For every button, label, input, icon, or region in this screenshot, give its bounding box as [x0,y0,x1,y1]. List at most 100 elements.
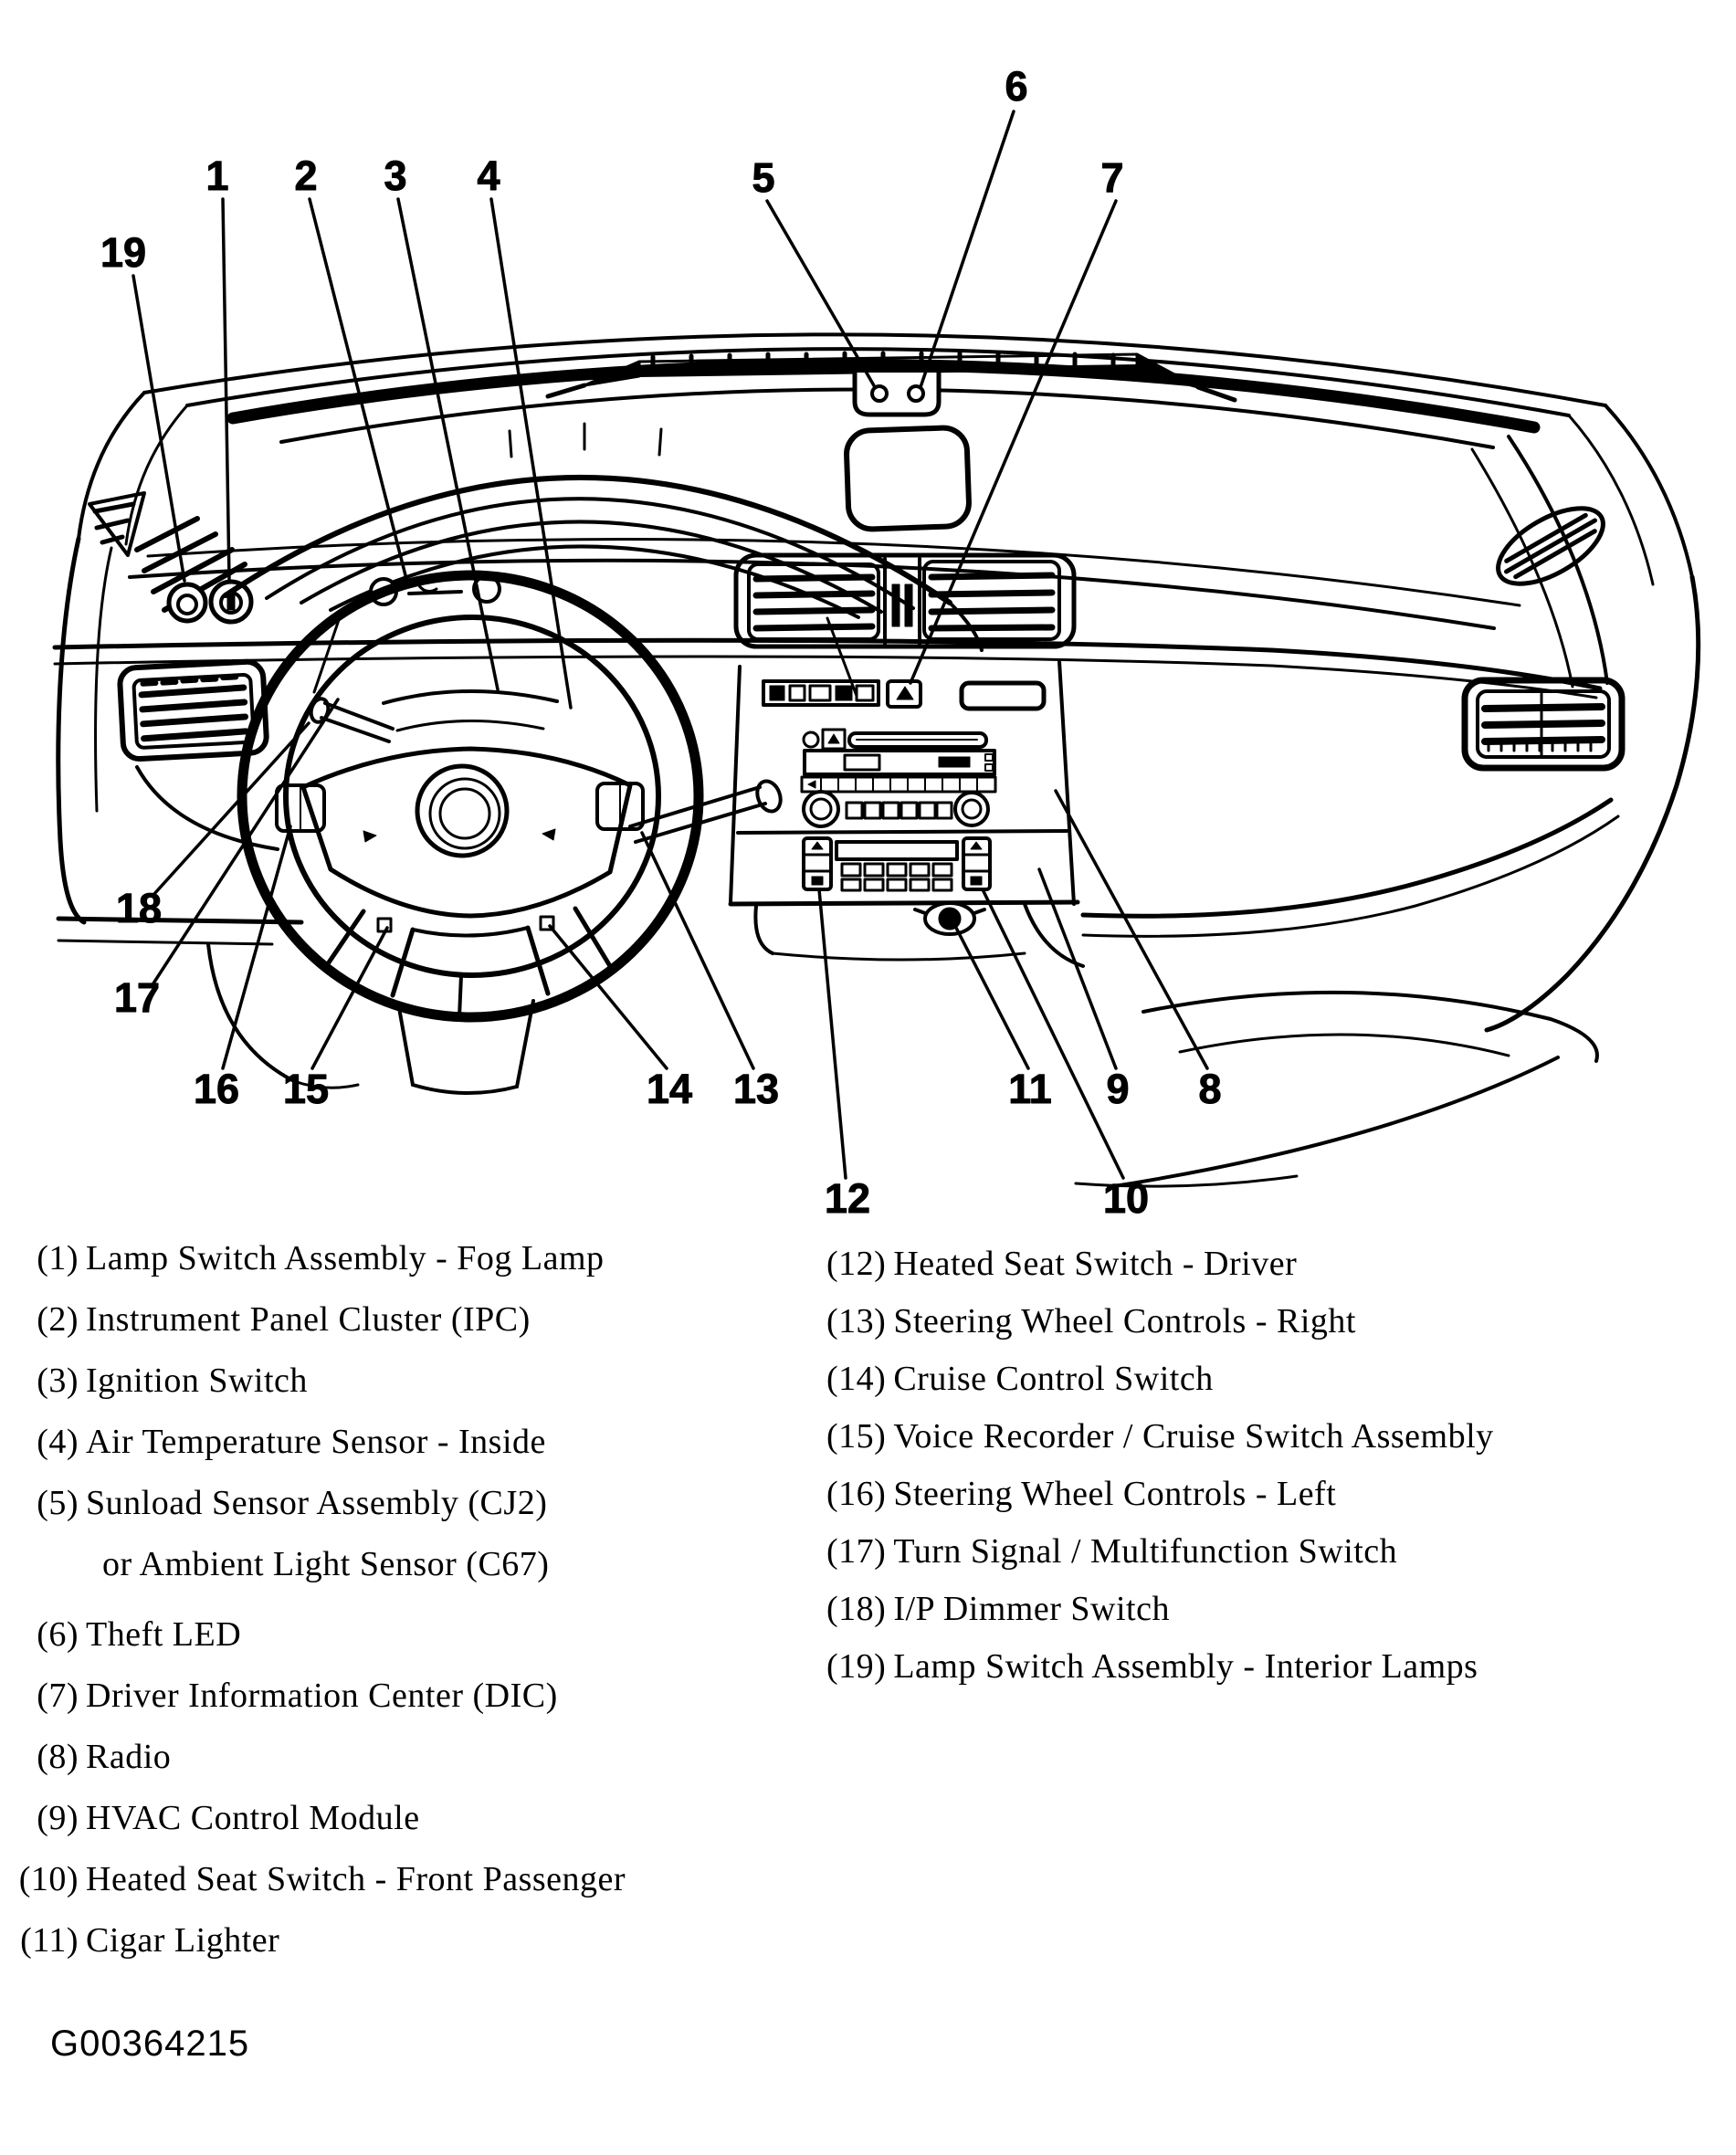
legend-num: (1) [37,1239,79,1277]
legend-item-4: (4)Air Temperature Sensor - Inside [13,1412,816,1473]
legend-num: (8) [37,1738,79,1776]
figure-code: G00364215 [50,2024,250,2064]
dic-buttons [762,679,922,709]
legend-item-14: (14)Cruise Control Switch [826,1351,1731,1408]
callout-label-6: 6 [1005,63,1027,110]
right-window-defroster-icon [1496,506,1605,586]
legend-num: (13) [826,1302,887,1340]
rearview-mirror [844,425,972,532]
legend-num: (7) [37,1677,79,1715]
legend-item-7: (7)Driver Information Center (DIC) [13,1666,816,1727]
callout-label-7: 7 [1100,154,1123,201]
cruise-switch-icon [539,915,555,931]
legend-num: (12) [826,1245,887,1283]
legend-item-3: (3)Ignition Switch [13,1351,816,1412]
callout-label-15: 15 [283,1066,329,1112]
callout-labels: 1 2 3 4 5 6 7 8 9 10 11 12 13 14 15 16 1… [100,63,1222,1223]
legend-label: Steering Wheel Controls - Left [893,1475,1337,1513]
leader-2 [308,197,409,584]
wiper-stalk [628,779,783,844]
callout-label-16: 16 [194,1066,239,1112]
legend-label: Driver Information Center (DIC) [86,1677,558,1715]
dash-display-slot [959,680,1047,711]
legend-item-11: (11)Cigar Lighter [13,1910,816,1971]
callout-label-5: 5 [752,154,774,201]
legend-num: (5) [37,1484,79,1522]
legend-item-2: (2)Instrument Panel Cluster (IPC) [13,1289,816,1351]
legend-label: HVAC Control Module [86,1799,420,1837]
legend-num: (19) [826,1647,887,1686]
horn-mark-icon [542,828,556,841]
legend-item-1: (1)Lamp Switch Assembly - Fog Lamp [13,1228,816,1289]
leader-3 [396,197,500,691]
radio-unit [736,728,1068,835]
steering-wheel [237,570,783,1096]
callout-label-13: 13 [733,1066,779,1112]
leader-7 [909,199,1118,685]
legend-num: (14) [826,1360,887,1398]
leader-11 [953,924,1030,1070]
callout-label-8: 8 [1198,1066,1221,1112]
legend-item-9: (9)HVAC Control Module [13,1788,816,1849]
legend-label: Theft LED [86,1615,242,1654]
legend-label: Lamp Switch Assembly - Interior Lamps [893,1647,1478,1686]
sunload-sensor [852,370,942,417]
legend-label: Radio [86,1738,172,1776]
legend-label: Steering Wheel Controls - Right [893,1302,1356,1340]
steering-controls-left-pod [275,783,326,833]
leader-5 [765,199,877,389]
legend-label: Lamp Switch Assembly - Fog Lamp [86,1239,605,1277]
legend-num [13,1534,79,1595]
leader-19 [132,274,186,583]
legend-item-6: (6)Theft LED [13,1604,816,1666]
legend-num: (17) [826,1532,887,1571]
callout-label-2: 2 [294,152,317,199]
legend-item-18: (18)I/P Dimmer Switch [826,1581,1731,1638]
legend-num: (6) [37,1615,79,1654]
legend-num: (10) [18,1860,79,1898]
leader-18 [152,721,310,897]
legend-item-10: (10)Heated Seat Switch - Front Passenger [13,1849,816,1910]
callout-label-11: 11 [1008,1066,1052,1112]
leader-12 [817,888,847,1180]
callout-label-1: 1 [205,152,228,199]
legend-num: (15) [826,1417,887,1456]
hvac-control-module [835,840,959,892]
steering-controls-right-pod [595,782,645,831]
legend-num: (4) [37,1423,79,1461]
legend-label: Ignition Switch [86,1361,308,1400]
horn-mark-icon [363,830,377,843]
leader-8 [1054,789,1209,1070]
lamp-switch-fog-knob [208,579,254,625]
legend-label: or Ambient Light Sensor (C67) [102,1545,550,1583]
callout-label-17: 17 [114,974,160,1021]
callout-label-19: 19 [100,229,146,276]
legend-label: Sunload Sensor Assembly (CJ2) [86,1484,548,1522]
windshield-defroster-grille [545,351,1237,403]
legend-label: Instrument Panel Cluster (IPC) [86,1300,531,1339]
callout-label-4: 4 [477,152,500,199]
center-stack [728,552,1085,968]
legend-num: (18) [826,1590,887,1628]
legend-item-19: (19)Lamp Switch Assembly - Interior Lamp… [826,1638,1731,1696]
leader-4 [489,197,573,710]
leader-10 [981,888,1125,1180]
leader-14 [548,924,668,1070]
legend-num: (2) [37,1300,79,1339]
leader-1 [221,197,231,581]
leader-17 [150,698,340,988]
glovebox-area [1074,990,1599,1189]
legend-column-left: (1)Lamp Switch Assembly - Fog Lamp (2)In… [13,1228,816,1971]
left-dash [56,536,360,1089]
legend-item-12: (12)Heated Seat Switch - Driver [826,1235,1731,1293]
theft-led-icon [907,384,925,403]
legend-label: I/P Dimmer Switch [893,1590,1170,1628]
legend-item-5: (5)Sunload Sensor Assembly (CJ2) [13,1473,816,1534]
center-air-vents [733,552,1077,649]
legend-num: (11) [20,1921,79,1960]
right-air-vent [1461,677,1626,772]
leader-13 [640,831,755,1070]
legend-label: Cigar Lighter [86,1921,280,1960]
callout-label-14: 14 [647,1066,692,1112]
